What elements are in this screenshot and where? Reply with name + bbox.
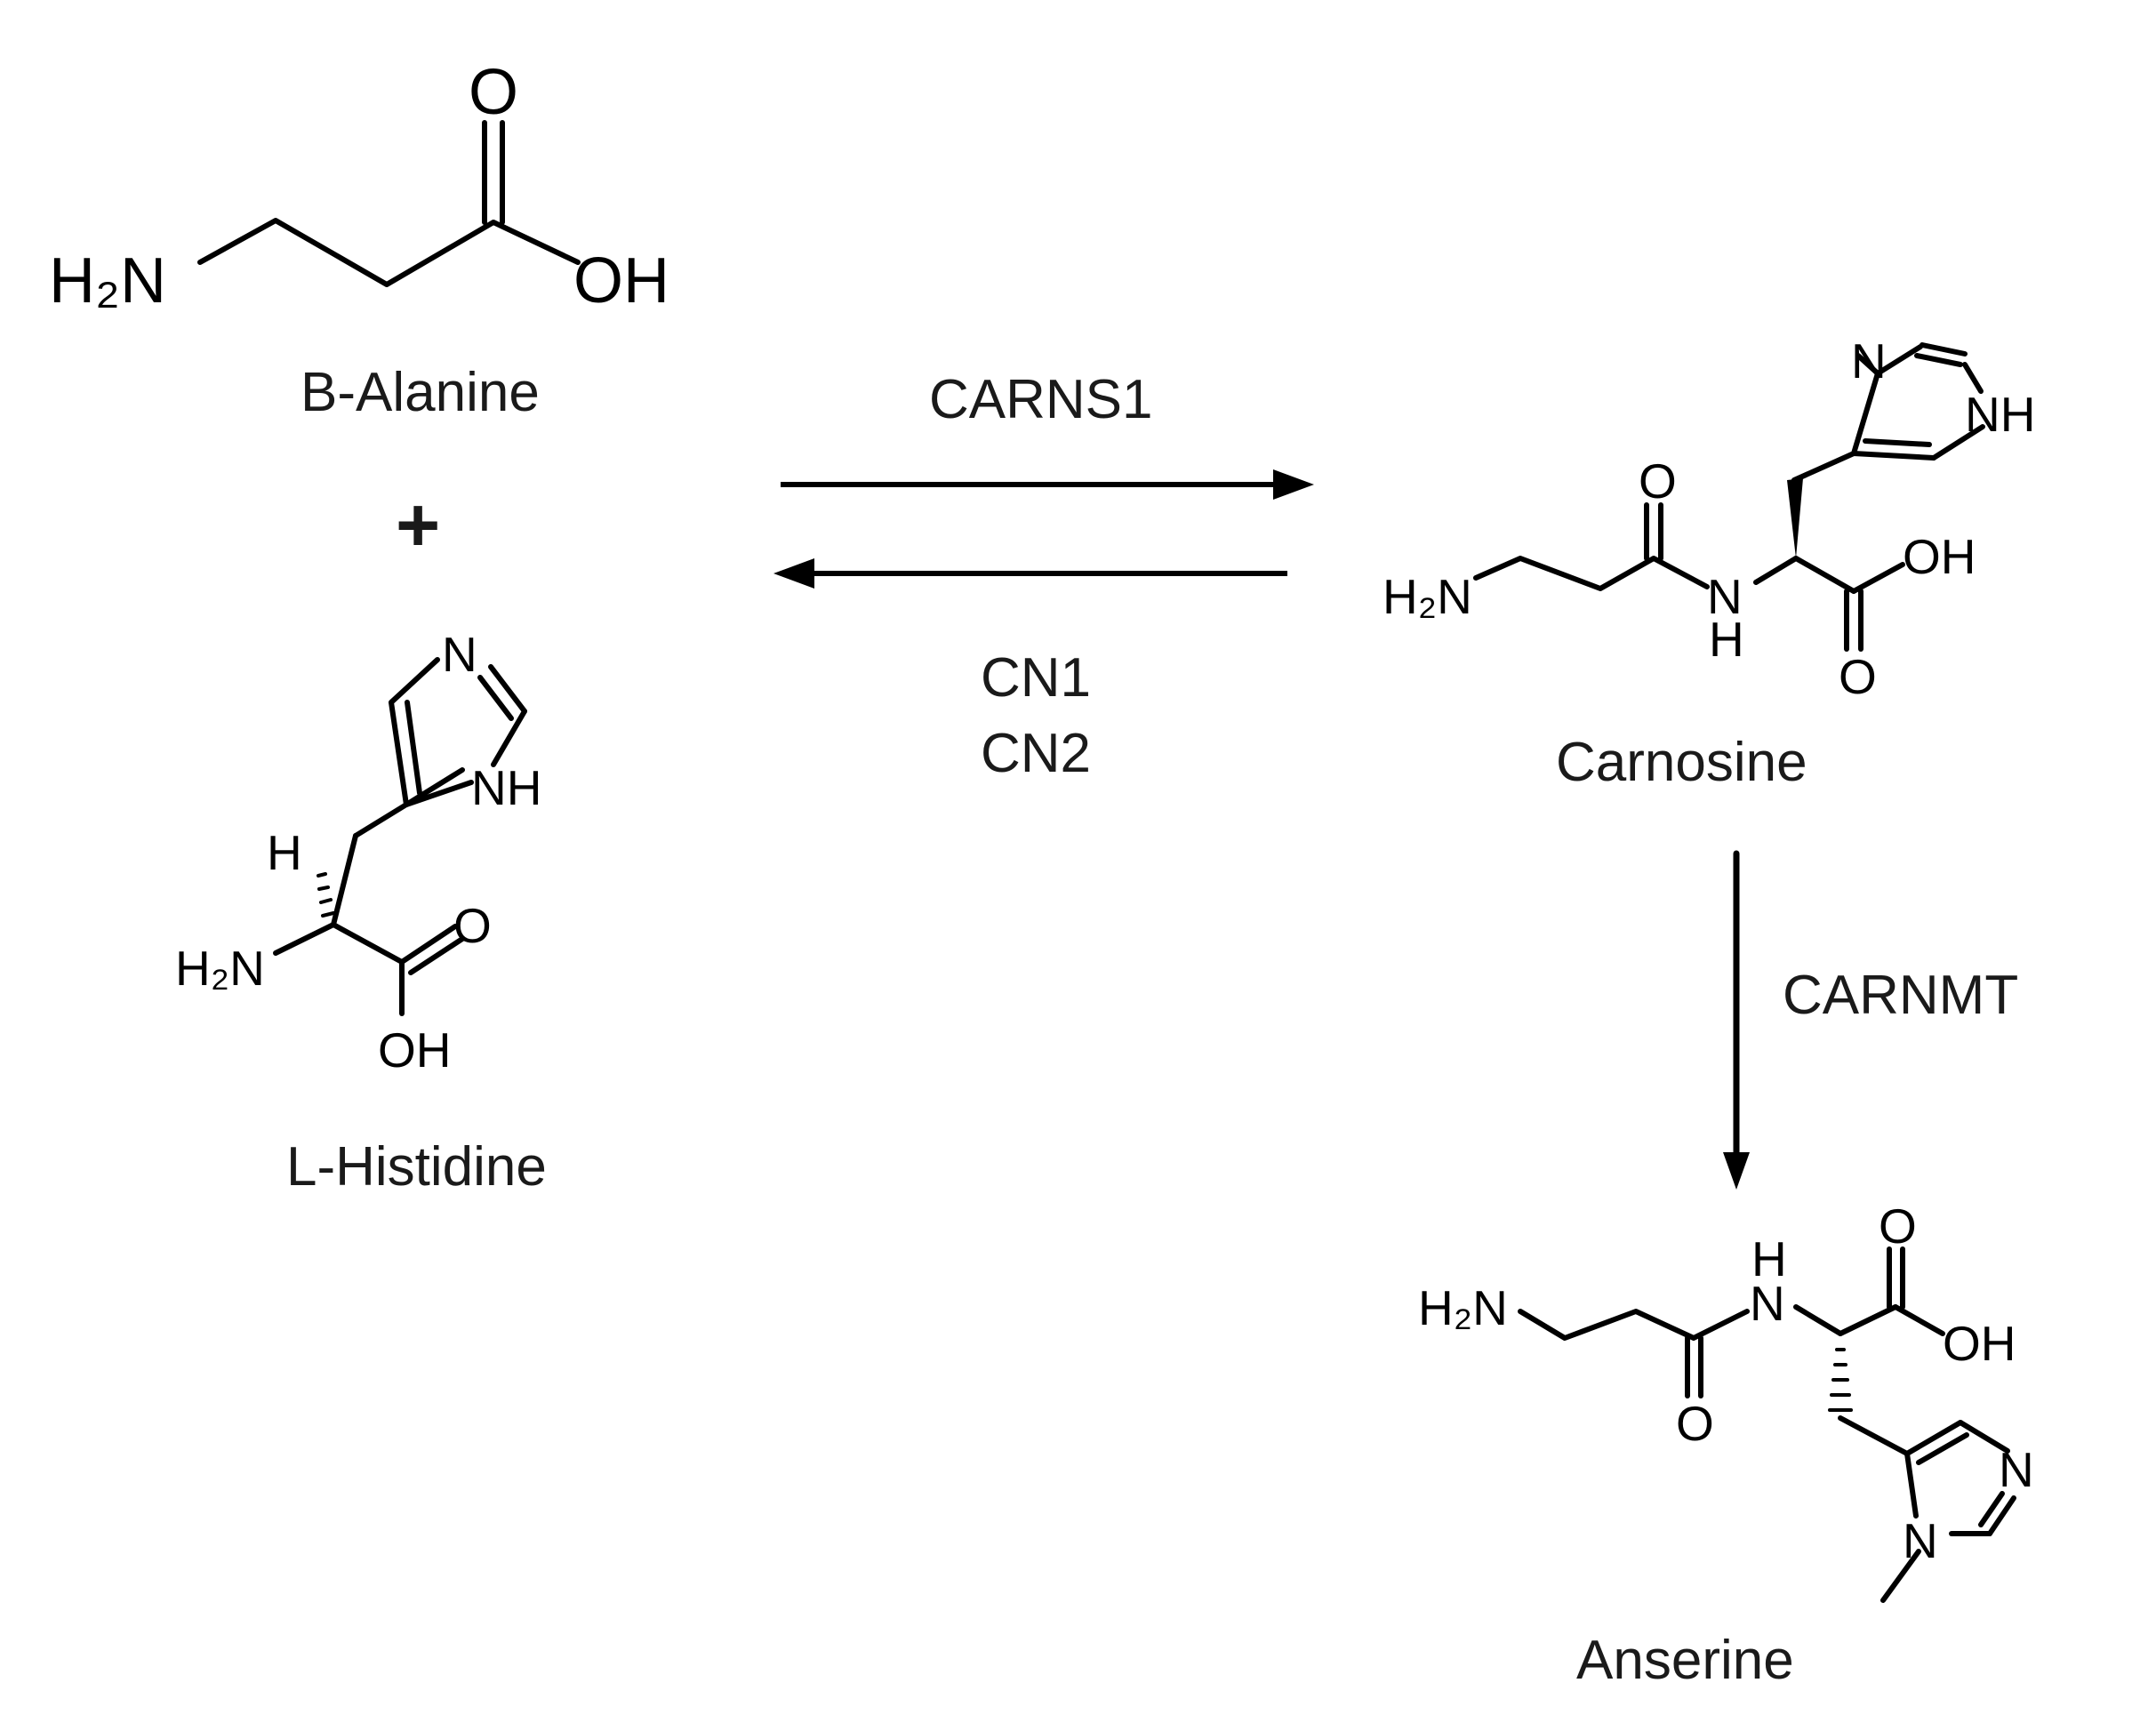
beta-alanine-name: B-Alanine <box>301 362 540 423</box>
anserine-acid-o: O <box>1879 1198 1917 1254</box>
forward-arrow-head <box>1273 469 1314 500</box>
anserine-amide-n: N <box>1750 1276 1785 1331</box>
carnosine-amide-o: O <box>1639 453 1677 509</box>
carnosine-amide-n: N <box>1707 569 1743 624</box>
l-histidine-structure: N NH H H₂N O OH <box>175 627 541 1078</box>
carnosine-ring-n: N <box>1851 333 1887 389</box>
histidine-carbonyl-o: O <box>453 898 492 953</box>
plus-sign: + <box>396 483 440 568</box>
beta-alanine-hydroxyl: OH <box>573 245 669 317</box>
beta-alanine-amine-label: H₂N <box>49 245 166 317</box>
reverse-arrow-head <box>773 558 814 589</box>
histidine-hydroxyl: OH <box>378 1022 452 1078</box>
carnosine-acid-o: O <box>1839 649 1877 704</box>
reversible-arrows <box>773 469 1314 589</box>
histidine-alpha-h: H <box>267 825 302 880</box>
anserine-amine: H₂N <box>1418 1280 1508 1335</box>
methylation-arrow <box>1723 850 1750 1190</box>
l-histidine-name: L-Histidine <box>286 1136 547 1198</box>
carnosine-structure: N NH O H₂N N H OH O <box>1383 333 2035 704</box>
carnosine-amine: H₂N <box>1383 569 1472 624</box>
carnosine-ring-nh: NH <box>1965 387 2035 442</box>
hash-wedge-h <box>317 872 335 918</box>
anserine-amide-h: H <box>1751 1231 1787 1286</box>
histidine-amine: H₂N <box>175 941 265 996</box>
enzyme-cn1: CN1 <box>981 647 1091 709</box>
histidine-ring-n: N <box>442 627 477 682</box>
anserine-amide-o: O <box>1676 1396 1714 1451</box>
carnosine-hydroxyl: OH <box>1903 529 1976 584</box>
beta-alanine-carbonyl-o: O <box>469 57 518 128</box>
anserine-hydroxyl: OH <box>1943 1316 2016 1371</box>
carnosine-name: Carnosine <box>1556 732 1807 793</box>
anserine-hash-wedge <box>1828 1348 1853 1412</box>
anserine-methyl-n: N <box>1903 1513 1938 1568</box>
anserine-name: Anserine <box>1576 1630 1794 1691</box>
down-arrow-head <box>1723 1152 1750 1190</box>
anserine-structure: H₂N H N O OH O N N <box>1418 1198 2034 1603</box>
histidine-ring-nh: NH <box>471 760 541 815</box>
carnosine-amide-h: H <box>1709 612 1744 667</box>
enzyme-cn2: CN2 <box>981 723 1091 784</box>
anserine-ring-n: N <box>1999 1442 2034 1497</box>
enzyme-carnmt: CARNMT <box>1783 965 2018 1026</box>
enzyme-carns1: CARNS1 <box>929 369 1153 430</box>
beta-alanine-structure: H₂N O OH <box>49 57 669 317</box>
